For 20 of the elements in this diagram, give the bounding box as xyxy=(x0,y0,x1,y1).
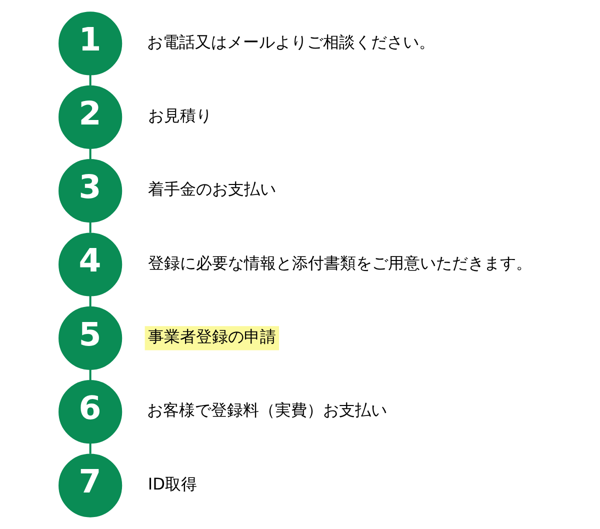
connector xyxy=(89,222,92,233)
connector xyxy=(89,443,92,454)
node-circle: 4 xyxy=(58,232,122,296)
connector xyxy=(89,148,92,160)
node-label: お見積り xyxy=(148,106,212,125)
node-label: 着手金のお支払い xyxy=(148,180,276,199)
connector xyxy=(89,296,92,306)
node-circle: 2 xyxy=(58,85,122,149)
node-circle: 3 xyxy=(58,159,122,223)
node-label: ID取得 xyxy=(148,474,198,494)
node-label: 事業者登録の申請 xyxy=(148,327,276,346)
node-circle: 5 xyxy=(58,306,122,370)
node-circle: 6 xyxy=(58,380,122,444)
node-label: お客様で登録料（実費）お支払い xyxy=(146,400,387,420)
node-label: 登録に必要な情報と添付書類をご用意いただきます。 xyxy=(148,253,532,272)
connector xyxy=(89,74,92,86)
node-label: お電話又はメールよりご相談ください。 xyxy=(146,32,435,52)
connector xyxy=(89,370,92,380)
node-circle: 7 xyxy=(58,454,122,518)
node-circle: 1 xyxy=(58,12,122,76)
